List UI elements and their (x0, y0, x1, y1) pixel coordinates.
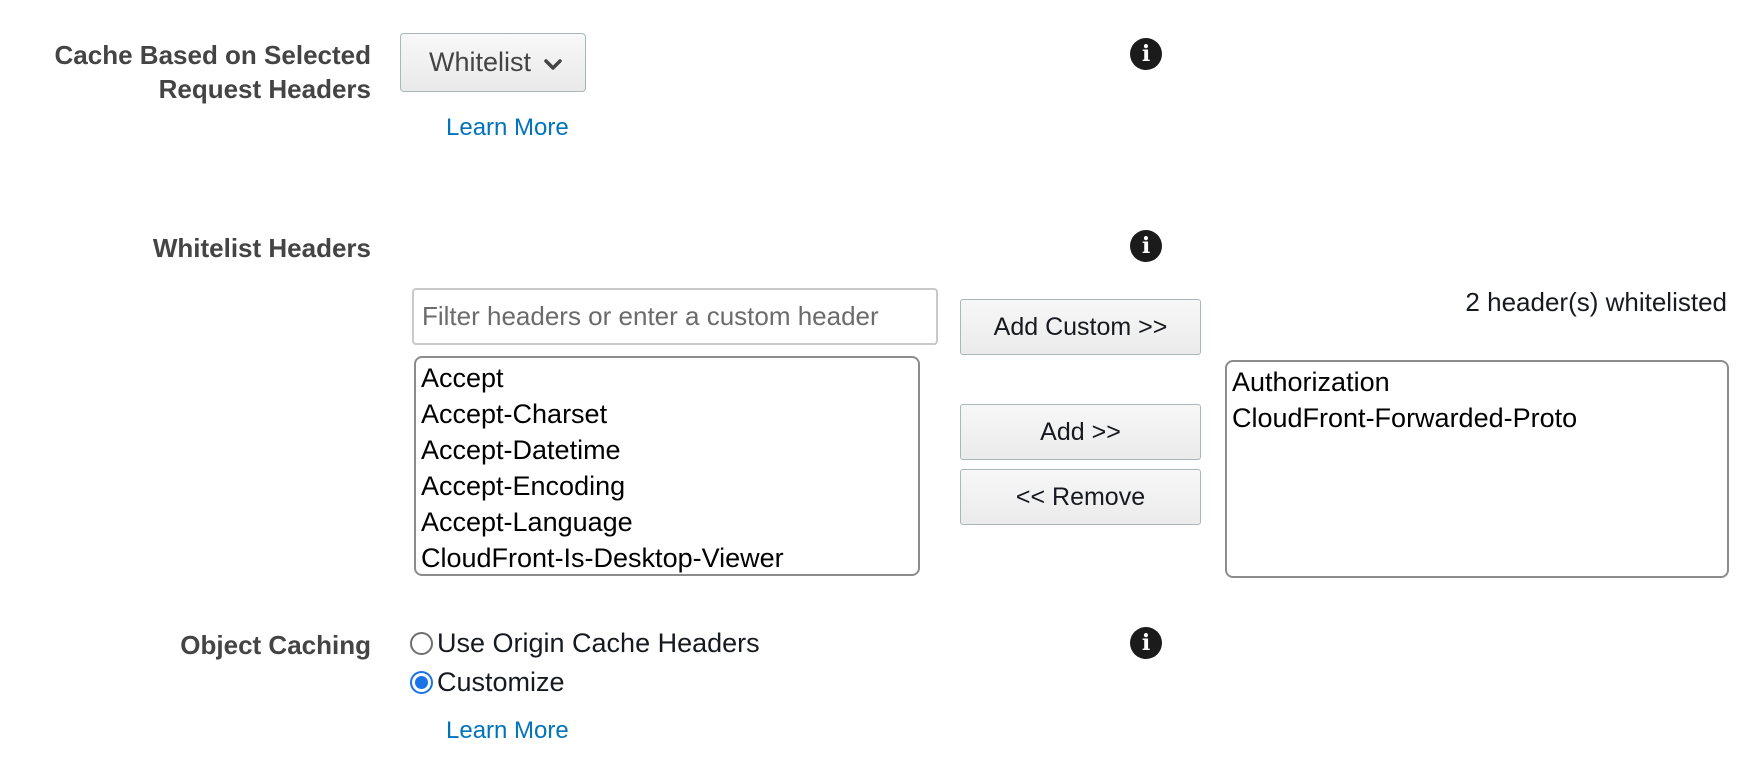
whitelisted-count-text: 2 header(s) whitelisted (1465, 287, 1727, 317)
available-headers-list[interactable]: Accept Accept-Charset Accept-Datetime Ac… (414, 356, 920, 576)
cache-headers-select[interactable]: Whitelist (400, 33, 586, 92)
remove-button[interactable]: << Remove (960, 469, 1201, 525)
add-custom-button[interactable]: Add Custom >> (960, 299, 1201, 355)
object-caching-label: Object Caching (180, 630, 371, 660)
list-item[interactable]: CloudFront-Forwarded-Proto (1232, 403, 1578, 433)
whitelist-headers-label: Whitelist Headers (152, 233, 371, 263)
radio-button[interactable] (410, 631, 433, 655)
object-caching-learn-more-link[interactable]: Learn More (446, 717, 569, 744)
info-icon[interactable]: i (1130, 230, 1162, 262)
radio-label: Use Origin Cache Headers (437, 627, 760, 658)
radio-customize[interactable]: Customize (410, 665, 565, 699)
radio-label: Customize (437, 666, 565, 697)
list-item[interactable]: CloudFront-Is-Desktop-Viewer (421, 543, 784, 573)
list-item[interactable]: Accept-Language (421, 507, 633, 537)
header-filter-input[interactable] (412, 288, 938, 345)
radio-use-origin-cache-headers[interactable]: Use Origin Cache Headers (410, 626, 760, 660)
radio-button[interactable] (410, 670, 433, 694)
chevron-down-icon (544, 58, 562, 70)
cache-headers-label-line2: Request Headers (158, 74, 371, 104)
cache-headers-label-line1: Cache Based on Selected (54, 40, 371, 70)
info-icon[interactable]: i (1130, 38, 1162, 70)
list-item[interactable]: Accept-Datetime (421, 435, 621, 465)
list-item[interactable]: Authorization (1232, 367, 1390, 397)
list-item[interactable]: Accept-Encoding (421, 471, 626, 501)
info-icon[interactable]: i (1130, 627, 1162, 659)
whitelisted-headers-list[interactable]: Authorization CloudFront-Forwarded-Proto (1225, 360, 1729, 578)
add-button[interactable]: Add >> (960, 404, 1201, 460)
cache-headers-select-value: Whitelist (429, 47, 532, 77)
list-item[interactable]: Accept-Charset (421, 399, 608, 429)
list-item[interactable]: Accept (421, 363, 504, 393)
cache-headers-learn-more-link[interactable]: Learn More (446, 114, 569, 141)
cache-headers-label: Cache Based on Selected Request Headers (55, 38, 371, 106)
